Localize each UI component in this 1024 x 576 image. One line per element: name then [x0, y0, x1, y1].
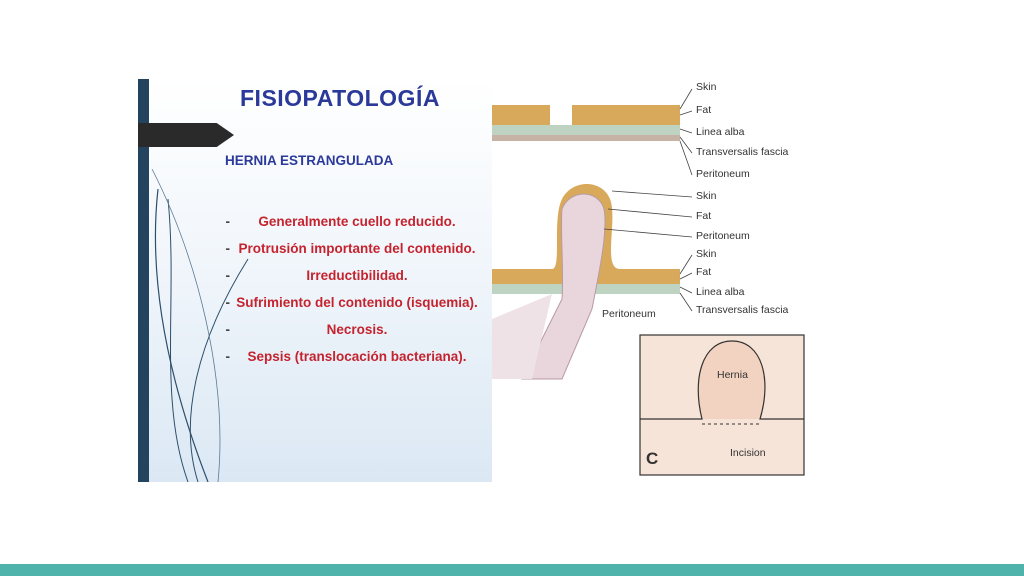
label-peritoneum: Peritoneum [696, 230, 750, 242]
bottom-accent-bar [0, 564, 1024, 576]
left-accent-bar [138, 79, 149, 482]
bullet-text: Sufrimiento del contenido (isquemia). [236, 295, 478, 310]
label-transversalis-fascia: Transversalis fascia [696, 146, 789, 158]
label-linea-alba: Linea alba [696, 126, 745, 138]
top-fascia [492, 125, 680, 135]
bullet-text: Generalmente cuello reducido. [258, 214, 456, 229]
top-fat-right [572, 105, 680, 125]
top-fat-left [492, 105, 550, 125]
bullet-marker: - [225, 322, 231, 337]
label-linea-alba: Linea alba [696, 286, 745, 298]
bullet-item: -Sufrimiento del contenido (isquemia). [208, 293, 478, 313]
anatomy-figure: Skin Fat Linea alba Transversalis fascia… [492, 79, 860, 482]
label-fat: Fat [696, 104, 712, 116]
bullet-item: - Sepsis (translocación bacteriana). [208, 347, 478, 367]
bullet-text: Irreductibilidad. [306, 268, 408, 283]
label-fat: Fat [696, 210, 712, 222]
bullet-item: - Generalmente cuello reducido. [208, 212, 478, 232]
bullet-item: - Necrosis. [208, 320, 478, 340]
bullet-text: Necrosis. [326, 322, 388, 337]
label-skin: Skin [696, 248, 717, 260]
inset-incision-label: Incision [730, 447, 766, 459]
label-fat: Fat [696, 266, 712, 278]
bullet-marker: - [225, 214, 231, 229]
slide-image: FISIOPATOLOGÍA HERNIA ESTRANGULADA - Gene… [138, 79, 860, 482]
bullet-marker: - [225, 268, 231, 283]
slide-title: FISIOPATOLOGÍA [240, 85, 440, 111]
bullet-text: Sepsis (translocación bacteriana). [247, 349, 467, 364]
label-peritoneum: Peritoneum [696, 168, 750, 180]
label-skin: Skin [696, 190, 717, 202]
bullet-list: -Generalmente cuello reducido. -Protrusi… [208, 212, 478, 374]
bullet-text: Protrusión importante del contenido. [238, 241, 476, 256]
arrow-tab [138, 123, 234, 147]
label-peritoneum-side: Peritoneum [602, 308, 656, 320]
slide-subtitle: HERNIA ESTRANGULADA [225, 153, 394, 168]
text-panel: FISIOPATOLOGÍA HERNIA ESTRANGULADA - Gene… [138, 79, 492, 482]
bullet-marker: - [225, 241, 231, 256]
label-transversalis-fascia: Transversalis fascia [696, 304, 789, 316]
decorative-swirls [151, 168, 249, 482]
inset-letter: C [646, 449, 659, 468]
inset-hernia-label: Hernia [717, 369, 748, 381]
bullet-marker: - [225, 295, 231, 310]
top-peritoneum [492, 135, 680, 141]
bullet-marker: - [225, 349, 231, 364]
bullet-item: -Protrusión importante del contenido. [208, 239, 478, 259]
hernia-illustration [492, 88, 805, 476]
label-skin: Skin [696, 81, 717, 93]
bullet-item: - Irreductibilidad. [208, 266, 478, 286]
